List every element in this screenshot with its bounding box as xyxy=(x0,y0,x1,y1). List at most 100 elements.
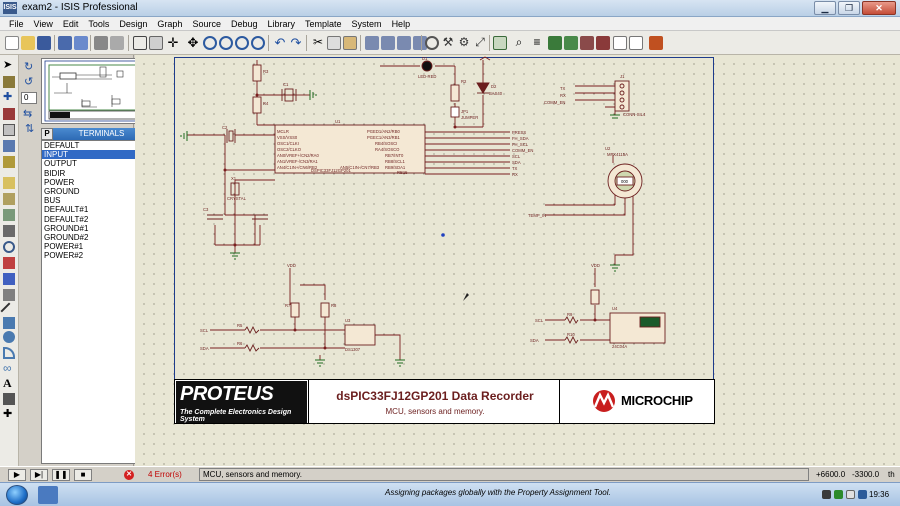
zoom-out-icon[interactable] xyxy=(219,36,233,50)
tape-recorder-icon[interactable] xyxy=(3,225,15,237)
new-sheet-icon[interactable] xyxy=(548,36,562,50)
make-device-icon[interactable]: ⚒ xyxy=(442,35,454,49)
new-file-icon[interactable] xyxy=(5,36,19,50)
selection-mode-icon[interactable]: ➤ xyxy=(3,59,13,71)
list-item[interactable]: INPUT xyxy=(42,150,149,160)
wire-label-icon[interactable] xyxy=(3,108,15,120)
tray-network-icon[interactable] xyxy=(834,490,843,499)
menu-template[interactable]: Template xyxy=(305,19,342,29)
block-delete-icon[interactable] xyxy=(413,36,427,50)
list-item[interactable]: BIDIR xyxy=(44,168,66,178)
voltage-probe-icon[interactable] xyxy=(3,257,15,269)
generator-icon[interactable] xyxy=(3,241,15,253)
property-assignment-icon[interactable]: ≡ xyxy=(533,35,541,49)
path-tool-icon[interactable]: ∞ xyxy=(3,361,12,375)
menu-tools[interactable]: Tools xyxy=(88,19,110,29)
tray-flag-icon[interactable] xyxy=(822,490,831,499)
current-probe-icon[interactable] xyxy=(3,273,15,285)
netlist-to-ares-icon[interactable] xyxy=(649,36,663,50)
tray-volume-icon[interactable] xyxy=(846,490,855,499)
menu-library[interactable]: Library xyxy=(267,19,296,29)
paste-icon[interactable] xyxy=(343,36,357,50)
export-icon[interactable] xyxy=(74,36,88,50)
arc-tool-icon[interactable] xyxy=(3,347,15,359)
list-item[interactable]: POWER xyxy=(44,177,75,187)
menu-edit[interactable]: Edit xyxy=(62,19,79,29)
isis-app-icon[interactable]: ISIS xyxy=(3,2,17,14)
wire-autorouter-icon[interactable] xyxy=(493,36,507,50)
redo-icon[interactable]: ↷ xyxy=(290,35,302,50)
list-item[interactable]: GROUND#2 xyxy=(44,232,89,242)
decompose-icon[interactable]: ⤢ xyxy=(475,35,485,49)
terminals-mode-icon[interactable] xyxy=(3,177,15,189)
search-tag-icon[interactable]: ⌕ xyxy=(515,35,523,49)
symbol-tool-icon[interactable] xyxy=(3,393,15,405)
error-icon[interactable]: ✕ xyxy=(124,470,134,480)
exit-parent-icon[interactable] xyxy=(596,36,610,50)
maximize-button[interactable]: ❐ xyxy=(838,1,860,15)
menu-debug[interactable]: Debug xyxy=(230,19,258,29)
block-rotate-icon[interactable] xyxy=(397,36,411,50)
copy-icon[interactable] xyxy=(327,36,341,50)
undo-icon[interactable]: ↶ xyxy=(274,35,286,50)
menu-view[interactable]: View xyxy=(33,19,53,29)
subcircuit-icon[interactable] xyxy=(3,156,15,168)
minimize-button[interactable]: ▁ xyxy=(814,1,836,15)
list-item[interactable]: GROUND xyxy=(44,186,80,196)
tray-app-icon[interactable] xyxy=(858,490,867,499)
menu-source[interactable]: Source xyxy=(192,19,221,29)
list-item[interactable]: GROUND#1 xyxy=(44,223,89,233)
stop-button[interactable]: ■ xyxy=(74,469,92,481)
error-count[interactable]: 4 Error(s) xyxy=(148,470,182,479)
pan-icon[interactable]: ✥ xyxy=(187,35,199,50)
list-item[interactable]: OUTPUT xyxy=(44,159,77,169)
save-icon[interactable] xyxy=(37,36,51,50)
play-button[interactable]: ▶ xyxy=(8,469,26,481)
pick-device-icon[interactable] xyxy=(425,36,439,50)
electrical-rule-check-icon[interactable] xyxy=(629,36,643,50)
pick-button[interactable]: P xyxy=(41,128,53,140)
text-tool-icon[interactable]: A xyxy=(3,376,12,390)
remove-sheet-icon[interactable] xyxy=(564,36,578,50)
print-area-icon[interactable] xyxy=(110,36,124,50)
text-script-icon[interactable] xyxy=(3,124,15,136)
list-item[interactable]: BUS xyxy=(44,196,61,206)
menu-system[interactable]: System xyxy=(351,19,382,29)
menu-help[interactable]: Help xyxy=(391,19,411,29)
block-move-icon[interactable] xyxy=(381,36,395,50)
goto-sheet-icon[interactable] xyxy=(580,36,594,50)
list-item[interactable]: DEFAULT xyxy=(44,141,80,150)
rotate-clockwise-icon[interactable]: ↻ xyxy=(24,61,34,73)
packaging-tool-icon[interactable]: ⚙ xyxy=(458,35,470,49)
menu-graph[interactable]: Graph xyxy=(157,19,183,29)
terminals-list[interactable]: DEFAULT INPUT OUTPUT BIDIR POWER GROUND … xyxy=(41,140,150,464)
pause-button[interactable]: ❚❚ xyxy=(52,469,70,481)
bill-of-materials-icon[interactable] xyxy=(613,36,627,50)
virtual-instruments-icon[interactable] xyxy=(3,289,15,301)
device-pins-icon[interactable] xyxy=(3,193,15,205)
close-button[interactable]: ✕ xyxy=(862,1,896,15)
list-item[interactable]: POWER#2 xyxy=(44,251,84,261)
marker-tool-icon[interactable]: ✚ xyxy=(3,408,13,420)
buses-icon[interactable] xyxy=(3,140,15,152)
overview-window[interactable] xyxy=(41,58,148,124)
mirror-horizontal-icon[interactable]: ⇆ xyxy=(23,108,33,120)
component-mode-icon[interactable] xyxy=(3,76,15,88)
cut-icon[interactable]: ✂ xyxy=(312,35,324,49)
list-item[interactable]: DEFAULT#1 xyxy=(44,205,89,215)
box-tool-icon[interactable] xyxy=(3,317,15,329)
menu-file[interactable]: File xyxy=(9,19,24,29)
mirror-vertical-icon[interactable]: ⇅ xyxy=(25,123,35,135)
zoom-in-icon[interactable] xyxy=(203,36,217,50)
graph-mode-icon[interactable] xyxy=(3,209,15,221)
import-icon[interactable] xyxy=(58,36,72,50)
rotate-anticlockwise-icon[interactable]: ↺ xyxy=(24,76,34,88)
block-copy-icon[interactable] xyxy=(365,36,379,50)
start-button[interactable] xyxy=(6,485,28,505)
taskbar-app-button[interactable] xyxy=(38,486,58,504)
rotation-angle-field[interactable]: 0 xyxy=(21,92,37,104)
open-folder-icon[interactable] xyxy=(21,36,35,50)
zoom-all-icon[interactable] xyxy=(235,36,249,50)
refresh-icon[interactable] xyxy=(133,36,147,50)
junction-dot-icon[interactable]: ✚ xyxy=(3,91,13,103)
